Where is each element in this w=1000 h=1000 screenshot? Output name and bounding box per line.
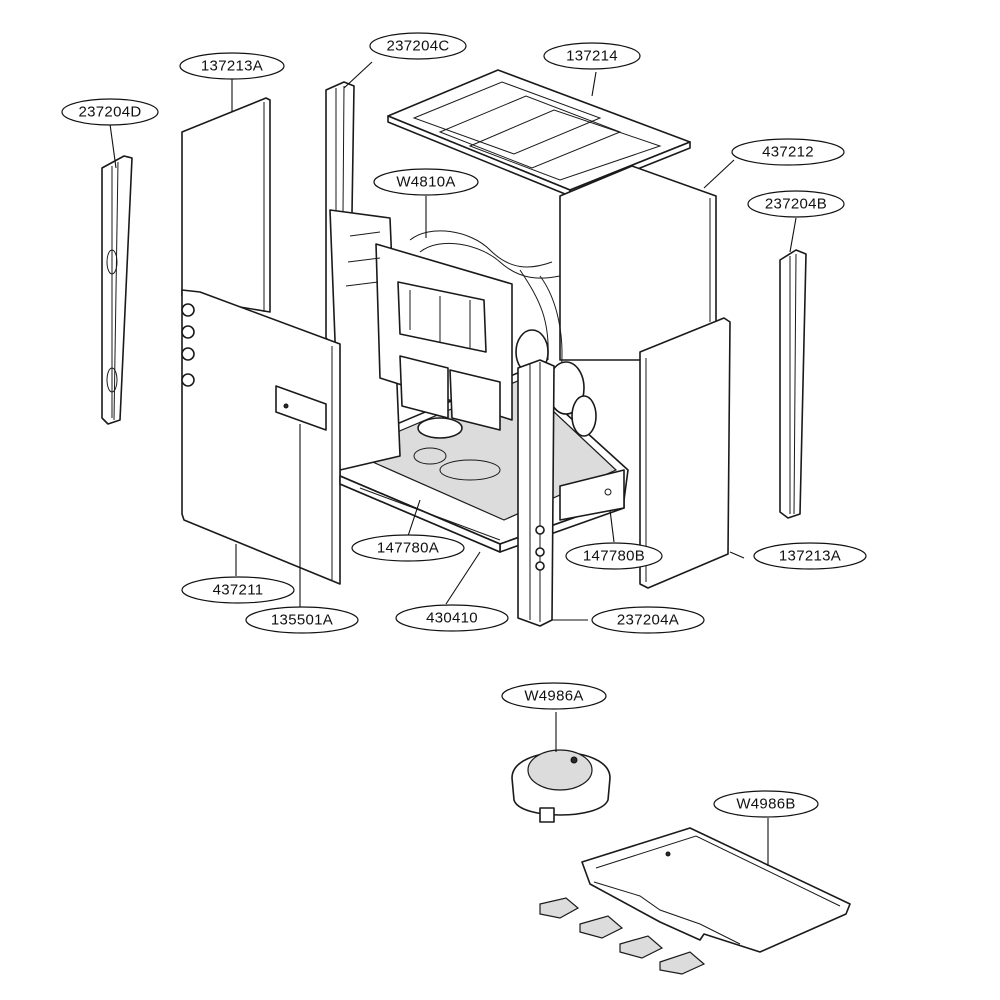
callout-137213A-left: 137213A <box>179 52 285 80</box>
part-137213A-right-panel <box>639 317 731 589</box>
callout-437211: 437211 <box>181 576 295 604</box>
callout-237204C: 237204C <box>369 32 467 60</box>
part-237204D-corner-post <box>101 155 133 425</box>
callout-147780A: 147780A <box>351 534 465 562</box>
callout-137213A-right: 137213A <box>753 542 867 570</box>
callout-label: W4986B <box>736 796 795 813</box>
callout-label: 237204C <box>387 38 450 55</box>
callout-437212: 437212 <box>731 138 845 166</box>
callout-label: 137214 <box>566 48 618 65</box>
leader-lines <box>109 61 797 866</box>
callout-label: 137213A <box>201 58 263 75</box>
callout-147780B: 147780B <box>565 542 663 570</box>
callout-label: 237204D <box>79 104 142 121</box>
callout-W4810A: W4810A <box>373 168 479 196</box>
callout-label: 430410 <box>426 610 478 627</box>
callout-label: 437212 <box>762 144 814 161</box>
part-W4986B-insulation-sheet <box>539 827 851 975</box>
callout-237204D: 237204D <box>61 98 159 126</box>
part-237204B-corner-post <box>779 249 807 519</box>
part-137213A-left-panel <box>181 97 271 313</box>
callout-label: 147780B <box>583 548 645 565</box>
callout-label: 237204A <box>617 612 679 629</box>
callout-label: W4986A <box>524 688 583 705</box>
callout-430410: 430410 <box>395 604 509 632</box>
callout-label: 237204B <box>765 196 827 213</box>
callout-label: 135501A <box>271 612 333 629</box>
callout-135501A: 135501A <box>245 606 359 634</box>
callout-137214: 137214 <box>543 42 641 70</box>
part-147780B-base-rail <box>559 469 625 521</box>
callout-W4986A: W4986A <box>501 682 607 710</box>
callout-label: 147780A <box>377 540 439 557</box>
part-W4986A-compressor-jacket <box>511 749 611 823</box>
callout-237204A: 237204A <box>591 606 705 634</box>
part-237204A-front-post <box>517 359 555 627</box>
callout-W4986B: W4986B <box>713 790 819 818</box>
part-437212-rear-right-panel <box>559 165 717 361</box>
callout-237204B: 237204B <box>747 190 845 218</box>
part-147780A-base-rail <box>339 475 501 553</box>
callout-label: W4810A <box>396 174 455 191</box>
callout-label: 137213A <box>779 548 841 565</box>
part-135501A-service-plate <box>275 385 327 431</box>
part-437211-front-left-panel <box>181 289 341 585</box>
part-W4810A-piping <box>345 230 597 481</box>
callout-label: 437211 <box>213 582 264 599</box>
